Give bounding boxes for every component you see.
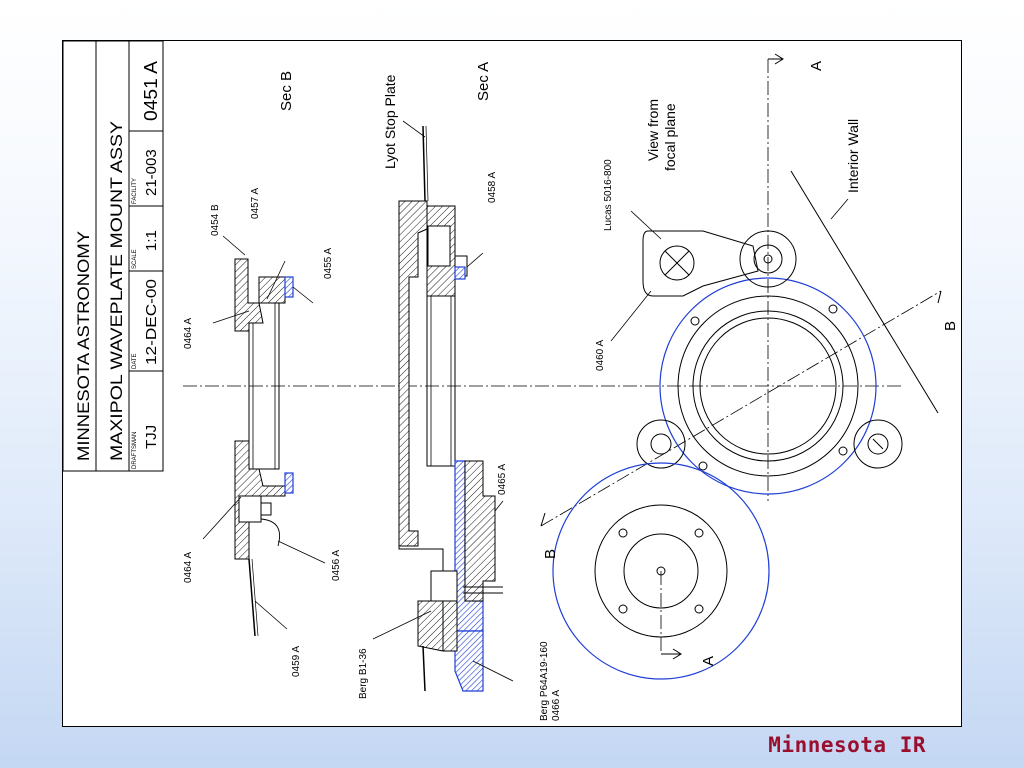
drawing-number: 0451 A xyxy=(141,61,161,121)
part-0464a-bottom: 0464 A xyxy=(183,552,194,583)
part-0457a: 0457 A xyxy=(250,188,261,219)
drawing-sheet: MINNESOTA ASTRONOMY MAXIPOL WAVEPLATE MO… xyxy=(62,40,962,727)
title-org: MINNESOTA ASTRONOMY xyxy=(74,231,93,461)
section-a-view xyxy=(372,120,514,692)
marker-a-bottom: A xyxy=(700,656,717,666)
label-sec-b: Sec B xyxy=(278,71,295,111)
date-header: DATE xyxy=(132,353,138,369)
marker-b-left: B xyxy=(542,549,559,559)
engineering-drawing: MINNESOTA ASTRONOMY MAXIPOL WAVEPLATE MO… xyxy=(63,41,959,721)
part-0458a: 0458 A xyxy=(487,172,498,203)
date-value: 12-DEC-00 xyxy=(143,279,160,365)
draftsman-header: DRAFTSMAN xyxy=(132,432,138,469)
part-0456a: 0456 A xyxy=(331,550,342,581)
section-b-view xyxy=(183,235,901,637)
scale-header: SCALE xyxy=(132,249,138,269)
part-lucas-sensor: Lucas 5016-800 xyxy=(603,159,614,231)
part-0455a: 0455 A xyxy=(323,248,334,279)
section-labels: Sec B Sec A Lyot Stop Plate View from fo… xyxy=(278,62,861,193)
label-sec-a: Sec A xyxy=(475,62,492,101)
part-0460a: 0460 A xyxy=(595,340,606,371)
part-berg-p64a19: Berg P64A19-160 xyxy=(539,641,550,721)
marker-a-top: A xyxy=(808,61,825,71)
focal-plane-view xyxy=(540,53,942,680)
facility-value: 21-003 xyxy=(143,149,160,196)
label-view-from: View from xyxy=(645,99,661,161)
scale-value: 1:1 xyxy=(143,230,160,251)
title-main: MAXIPOL WAVEPLATE MOUNT ASSY xyxy=(107,121,126,461)
label-interior-wall: Interior Wall xyxy=(845,119,861,193)
part-labels: 0454 B 0457 A 0455 A 0464 A 0464 A 0456 … xyxy=(183,159,614,721)
part-0454b: 0454 B xyxy=(210,204,221,236)
part-0466a: 0466 A xyxy=(551,690,562,721)
part-berg-b136: Berg B1-36 xyxy=(358,648,369,699)
section-markers: A A B B xyxy=(542,61,959,666)
draftsman-value: TJJ xyxy=(143,425,160,449)
part-0465a: 0465 A xyxy=(497,464,508,495)
facility-header: FACILITY xyxy=(132,178,138,204)
part-0464a-top: 0464 A xyxy=(183,318,194,349)
label-focal-plane: focal plane xyxy=(662,103,678,171)
part-0459a: 0459 A xyxy=(291,646,302,677)
marker-b-right: B xyxy=(942,321,959,331)
label-lyot-stop: Lyot Stop Plate xyxy=(382,74,398,169)
footer-brand-text: Minnesota IR xyxy=(768,733,926,757)
title-block: MINNESOTA ASTRONOMY MAXIPOL WAVEPLATE MO… xyxy=(63,41,164,472)
